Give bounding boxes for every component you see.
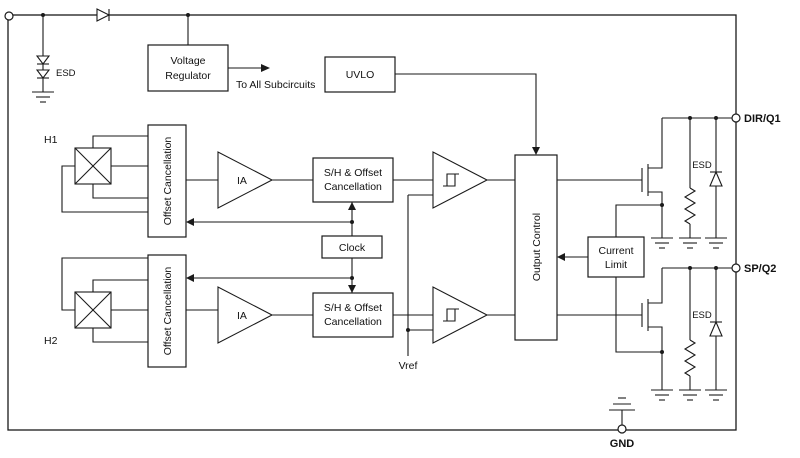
vref-section: Vref	[399, 194, 433, 372]
uvlo-arrow-icon	[532, 147, 540, 155]
reverse-protection-diode-icon	[96, 8, 111, 22]
pin-sp-q2-label: SP/Q2	[744, 263, 776, 275]
sh-offset-1-label-2: Cancellation	[324, 181, 382, 193]
esd-diode-2-icon	[35, 69, 51, 79]
pulldown-resistor-q2	[683, 339, 697, 377]
schmitt-trigger-1	[432, 151, 489, 209]
current-limit-label-1: Current	[598, 245, 633, 257]
ground-symbols-stage-1	[651, 237, 727, 249]
supply-input-section: ESD	[4, 8, 111, 103]
h2-label: H2	[44, 335, 58, 347]
current-limit-section: Current Limit	[557, 203, 664, 354]
mosfet-q1	[641, 118, 663, 238]
ground-symbol-input	[32, 91, 54, 103]
to-all-subcircuits-label: To All Subcircuits	[236, 79, 315, 91]
esd-diode-q2-icon	[709, 320, 723, 337]
ground-symbols-stage-2	[651, 389, 727, 401]
supply-pin	[4, 11, 14, 21]
voltage-regulator-block	[147, 44, 229, 92]
hysteresis-icon-2	[443, 308, 459, 322]
clock-block	[321, 235, 383, 259]
chip-boundary	[7, 14, 737, 431]
clock-arrow-left-1-icon	[186, 218, 194, 226]
esd-diode-q1-icon	[709, 170, 723, 187]
output-stage-1-section: ESD DIR/Q1	[557, 113, 781, 249]
offset-cancellation-1-label: Offset Cancellation	[162, 137, 174, 226]
ground-symbol-gnd	[609, 397, 635, 411]
sh-offset-2-label-2: Cancellation	[324, 316, 382, 328]
channel-2-section: H2 Offset Cancellation IA S/H & Offset C…	[44, 254, 515, 368]
clock-arrow-up-icon	[348, 202, 356, 210]
voltage-regulator-section: Voltage Regulator To All Subcircuits	[147, 13, 315, 92]
clock-section: Clock	[186, 202, 383, 293]
uvlo-block	[324, 56, 396, 93]
output-control-section: Output Control	[514, 154, 558, 341]
output-control-block	[514, 154, 558, 341]
output-control-label: Output Control	[531, 213, 543, 281]
pulldown-resistor-q1	[683, 187, 697, 225]
uvlo-label: UVLO	[346, 69, 375, 81]
clock-arrow-left-2-icon	[186, 274, 194, 282]
esd-label-q1: ESD	[692, 160, 712, 171]
ia-amplifier-2	[217, 286, 274, 344]
offset-cancellation-2-block	[147, 254, 187, 368]
h1-label: H1	[44, 134, 58, 146]
pin-gnd	[617, 424, 627, 434]
current-limit-label-2: Limit	[605, 259, 627, 271]
pin-dir-q1-label: DIR/Q1	[744, 113, 781, 125]
sh-offset-1-label-1: S/H & Offset	[324, 167, 382, 179]
sh-offset-cancellation-2-block	[312, 292, 394, 338]
hysteresis-icon-1	[443, 173, 459, 187]
sh-offset-cancellation-1-block	[312, 157, 394, 203]
vref-label: Vref	[399, 360, 418, 372]
gnd-section: GND	[609, 397, 635, 450]
offset-cancellation-1-block	[147, 124, 187, 238]
voltage-regulator-label-1: Voltage	[170, 55, 205, 67]
esd-label-input: ESD	[56, 68, 76, 79]
ia-amplifier-1	[217, 151, 274, 209]
to-subcircuits-arrow-icon	[261, 64, 270, 72]
uvlo-section: UVLO	[324, 56, 540, 155]
schmitt-trigger-2	[432, 286, 489, 344]
channel-1-section: H1 Offset Cancellation IA S/H & Offset C…	[44, 124, 515, 238]
current-limit-arrow-icon	[557, 253, 565, 261]
pin-sp-q2	[731, 263, 741, 273]
ia-1-label: IA	[237, 175, 247, 187]
pin-gnd-label: GND	[610, 438, 635, 450]
voltage-regulator-label-2: Regulator	[165, 70, 211, 82]
pin-dir-q1	[731, 113, 741, 123]
sh-offset-2-label-1: S/H & Offset	[324, 302, 382, 314]
output-stage-2-section: ESD SP/Q2	[557, 263, 776, 401]
esd-diode-1-icon	[35, 55, 51, 65]
offset-cancellation-2-label: Offset Cancellation	[162, 267, 174, 356]
mosfet-q2	[641, 268, 663, 390]
clock-label: Clock	[339, 242, 366, 254]
esd-label-q2: ESD	[692, 310, 712, 321]
ia-2-label: IA	[237, 310, 247, 322]
current-limit-block	[587, 236, 645, 278]
clock-arrow-down-icon	[348, 285, 356, 293]
